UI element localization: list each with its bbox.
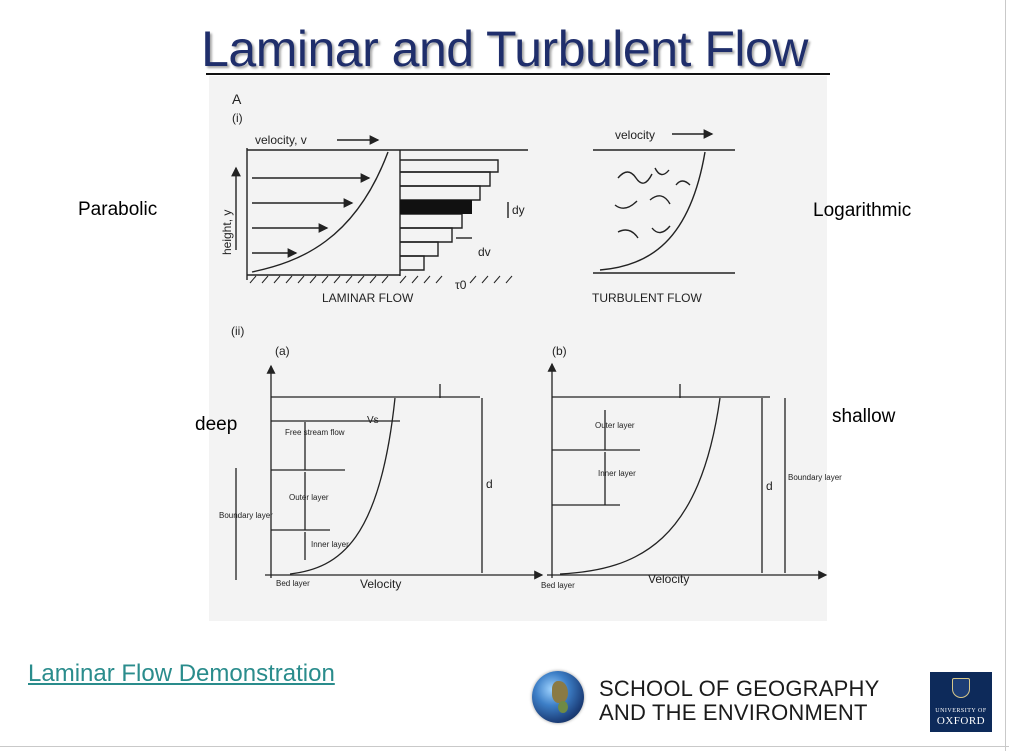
fig-velocity-v: velocity, v bbox=[255, 133, 307, 147]
crest-icon bbox=[952, 678, 970, 698]
fig-inner-layer-b: Inner layer bbox=[598, 469, 636, 478]
fig-panel-a: A bbox=[232, 91, 242, 107]
fig-dv: dv bbox=[478, 245, 491, 259]
fig-tau0: τ0 bbox=[455, 278, 467, 292]
fig-free-stream-flow: Free stream flow bbox=[285, 428, 345, 437]
laminar-flow-demonstration-link[interactable]: Laminar Flow Demonstration bbox=[28, 660, 335, 687]
fig-turbulent-flow: TURBULENT FLOW bbox=[592, 291, 702, 305]
fig-boundary-layer-b: Boundary layer bbox=[788, 473, 842, 482]
fig-inner-layer-a: Inner layer bbox=[311, 540, 349, 549]
fig-d-a: d bbox=[486, 477, 493, 491]
label-deep: deep bbox=[195, 414, 238, 435]
fig-outer-layer-a: Outer layer bbox=[289, 493, 329, 502]
fig-laminar-flow: LAMINAR FLOW bbox=[322, 291, 414, 305]
fig-part-i: (i) bbox=[232, 111, 243, 125]
oxford-logo-small-text: UNIVERSITY OF bbox=[935, 708, 987, 714]
fig-outer-layer-b: Outer layer bbox=[595, 421, 635, 430]
slide-border-bottom bbox=[0, 746, 1009, 747]
fig-sub-b: (b) bbox=[552, 344, 567, 358]
school-name-line1: SCHOOL OF GEOGRAPHY bbox=[599, 676, 880, 701]
fig-vs: Vs bbox=[367, 415, 379, 426]
oxford-logo-text: OXFORD bbox=[936, 715, 986, 727]
fig-sub-a: (a) bbox=[275, 344, 290, 358]
fig-velocity: velocity bbox=[615, 128, 655, 142]
fig-d-b: d bbox=[766, 479, 773, 493]
school-name: SCHOOL OF GEOGRAPHY AND THE ENVIRONMENT bbox=[599, 677, 879, 725]
fig-bed-layer-a: Bed layer bbox=[276, 579, 310, 588]
label-parabolic: Parabolic bbox=[78, 199, 158, 220]
fig-height-y: height, y bbox=[220, 210, 234, 255]
fig-part-ii: (ii) bbox=[231, 324, 244, 338]
label-shallow: shallow bbox=[832, 406, 896, 427]
fig-dy: dy bbox=[512, 203, 525, 217]
title-underline bbox=[206, 73, 830, 75]
school-name-line2: AND THE ENVIRONMENT bbox=[599, 700, 868, 725]
slide-border-right bbox=[1005, 0, 1006, 751]
slide-title: Laminar and Turbulent Flow bbox=[201, 21, 808, 77]
oxford-logo: UNIVERSITY OF OXFORD bbox=[930, 672, 992, 732]
fig-velocity-axis-b: Velocity bbox=[648, 572, 689, 586]
label-logarithmic: Logarithmic bbox=[813, 200, 912, 221]
fig-bed-layer-b: Bed layer bbox=[541, 581, 575, 590]
fig-boundary-layer-a: Boundary layer bbox=[219, 511, 273, 520]
fig-velocity-axis-a: Velocity bbox=[360, 577, 401, 591]
globe-logo-icon bbox=[532, 671, 584, 723]
